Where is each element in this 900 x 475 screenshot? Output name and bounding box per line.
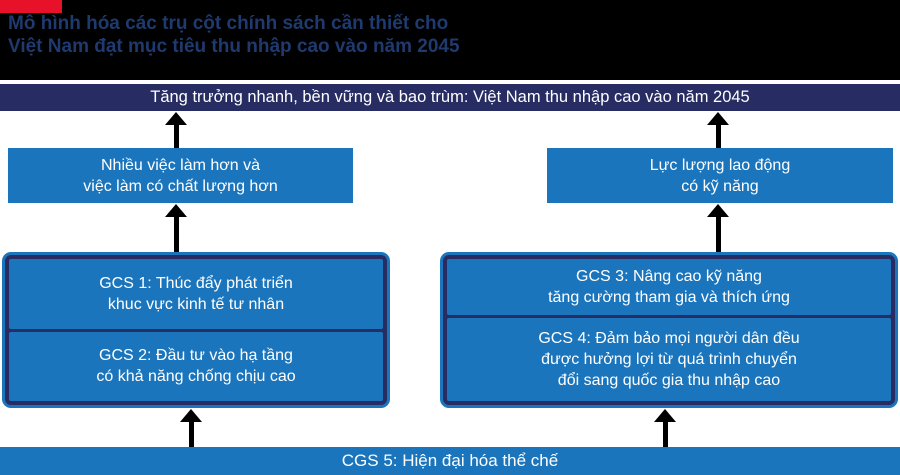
arrow-up-icon <box>707 204 729 252</box>
arrow-stem <box>188 422 194 447</box>
arrow-head-icon <box>654 409 676 422</box>
pillar-gcs2: GCS 2: Đầu tư vào hạ tầng có khả năng ch… <box>9 331 383 401</box>
arrow-up-icon <box>654 409 676 447</box>
goal-banner: Tăng trưởng nhanh, bền vững và bao trùm:… <box>0 84 900 111</box>
pillar-group-private-sector: GCS 1: Thúc đẩy phát triển khuc vực kinh… <box>2 252 390 408</box>
arrow-stem <box>715 125 721 148</box>
outcome-box-jobs: Nhiều việc làm hơn và việc làm có chất l… <box>8 148 353 203</box>
foundation-bar: CGS 5: Hiện đại hóa thể chế <box>0 447 900 475</box>
pillar-gcs3: GCS 3: Nâng cao kỹ năng tăng cường tham … <box>447 259 891 315</box>
diagram-title: Mô hình hóa các trụ cột chính sách cần t… <box>8 13 460 57</box>
header: Mô hình hóa các trụ cột chính sách cần t… <box>0 0 900 80</box>
arrow-head-icon <box>165 204 187 217</box>
red-accent-bar <box>0 0 62 13</box>
arrow-up-icon <box>707 112 729 148</box>
pillar-group-skills-inclusion: GCS 3: Nâng cao kỹ năng tăng cường tham … <box>440 252 898 408</box>
pillar-gcs1: GCS 1: Thúc đẩy phát triển khuc vực kinh… <box>9 259 383 329</box>
arrow-head-icon <box>180 409 202 422</box>
arrow-stem <box>173 125 179 148</box>
outcome-box-skilled-workforce: Lực lượng lao động có kỹ năng <box>547 148 893 203</box>
arrow-up-icon <box>165 112 187 148</box>
arrow-head-icon <box>165 112 187 125</box>
arrow-head-icon <box>707 112 729 125</box>
arrow-stem <box>662 422 668 447</box>
arrow-up-icon <box>165 204 187 252</box>
arrow-stem <box>715 217 721 252</box>
arrow-head-icon <box>707 204 729 217</box>
pillar-gcs4: GCS 4: Đảm bảo mọi người dân đều được hư… <box>447 317 891 401</box>
arrow-up-icon <box>180 409 202 447</box>
arrow-stem <box>173 217 179 252</box>
